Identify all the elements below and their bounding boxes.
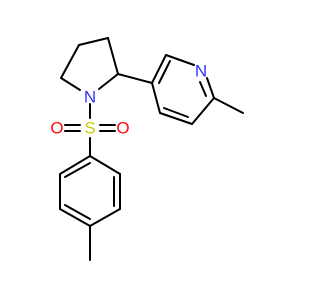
bond-ph-c4-c5-inner [64,204,91,220]
bond-c2-pyridine [117,73,153,84]
bond-py-c3-c2 [151,54,167,84]
bond-py-c4-c3 [151,82,161,114]
bond-py-n-c6 [206,77,215,99]
molecule-canvas: N N S O O [50,37,244,261]
molecule-structure: N N S O O [50,37,244,261]
atom-n-pyridine: N [195,62,207,81]
atom-s-sulfonyl: S [84,119,95,138]
bond-ph-c3-c4 [89,208,121,227]
bond-c3-c2 [107,37,119,75]
bond-py-c5-c4-inner [163,107,189,118]
atom-n-pyrrolidine: N [84,88,96,107]
bond-py-c2-n [165,54,195,66]
bond-py-c6-c5 [191,97,215,125]
bond-n1-c5 [60,77,81,91]
bond-c5-c4 [60,44,80,79]
bond-ph-c6-c1 [59,155,91,175]
bond-py-n-c6-inner [199,81,207,97]
bond-ph-c6-c1-inner [64,162,91,178]
bond-c4-c3 [78,37,109,46]
bond-py-c5-c4 [159,112,193,125]
bond-py-c3-c2-inner [158,60,171,84]
bond-ph-c4-c5 [59,208,91,227]
bond-ph-c1-c2 [89,155,121,175]
bond-py-methyl [213,97,244,114]
atom-o-right: O [116,119,129,138]
atom-o-left: O [50,119,63,138]
bond-c2-n1 [98,73,119,90]
